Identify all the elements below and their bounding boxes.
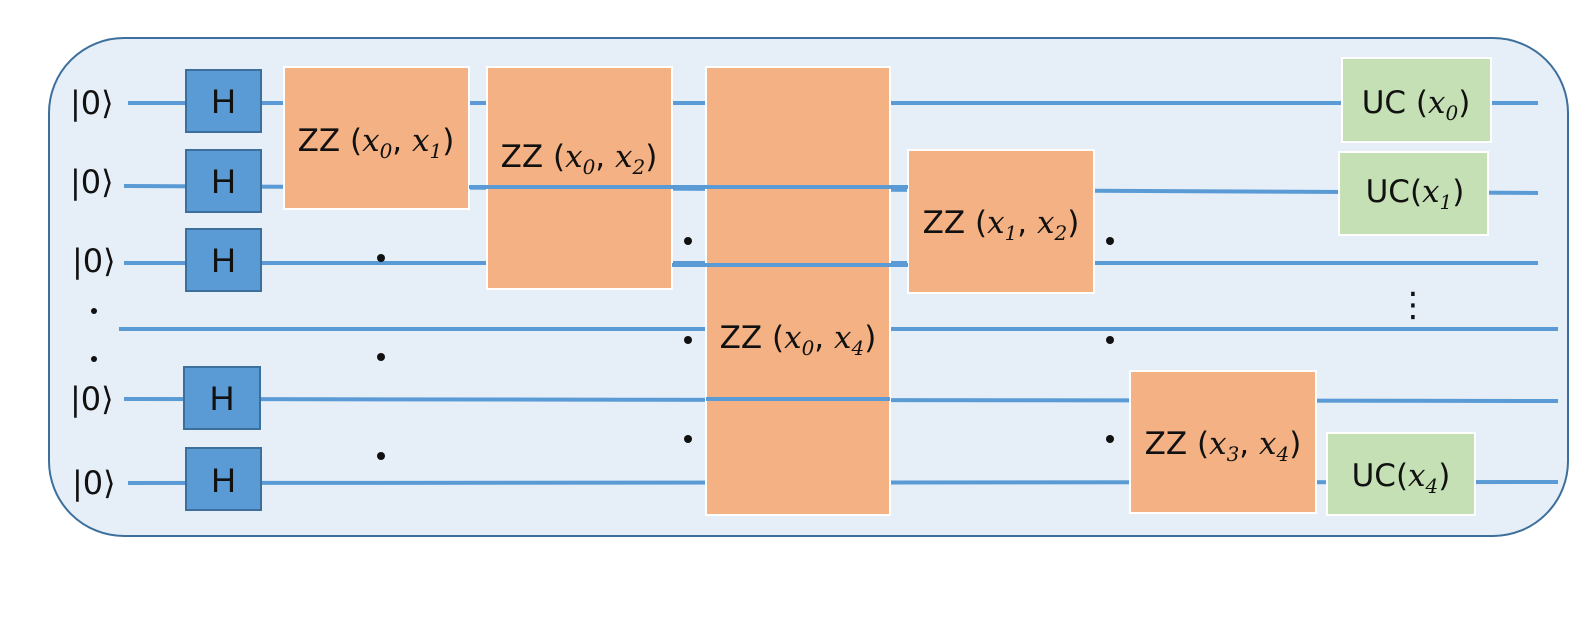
qubit-init-0: |0⟩ bbox=[70, 84, 114, 122]
uc-gate-x4: UC(x4) bbox=[1326, 432, 1476, 516]
ellipsis-dot bbox=[684, 435, 692, 443]
ellipsis-dot bbox=[377, 353, 385, 361]
uc-gate-x1: UC(x1) bbox=[1338, 151, 1489, 236]
h-gate-q1: H bbox=[185, 149, 262, 213]
qubit-init-2: |0⟩ bbox=[72, 242, 116, 280]
zz-gate-x0-x1: ZZ (x0, x1) bbox=[283, 66, 470, 210]
uc-gate-label: UC(x4) bbox=[1352, 458, 1451, 498]
zz-gate-x3-x4: ZZ (x3, x4) bbox=[1129, 370, 1317, 514]
zz-gate-label: ZZ (x0, x2) bbox=[501, 139, 658, 179]
uc-gate-x0: UC (x0) bbox=[1341, 57, 1492, 143]
h-gate-q4: H bbox=[185, 447, 262, 511]
qubit-init-3: |0⟩ bbox=[70, 380, 114, 418]
qubit-init-4: |0⟩ bbox=[72, 464, 116, 502]
uc-gate-label: UC(x1) bbox=[1366, 174, 1465, 214]
h-gate-q3: H bbox=[183, 366, 261, 430]
h-gate-q2: H bbox=[185, 228, 262, 292]
zz-gate-label: ZZ (x3, x4) bbox=[1145, 426, 1302, 466]
circuit-ellipsis-dots bbox=[377, 237, 1114, 460]
qubit-inits: |0⟩ |0⟩ |0⟩ |0⟩ |0⟩ bbox=[70, 84, 116, 502]
uc-gate-label: UC (x0) bbox=[1362, 85, 1471, 125]
h-gates: H H H H H bbox=[183, 69, 262, 511]
h-gate-q0: H bbox=[185, 69, 262, 133]
h-gate-label: H bbox=[211, 83, 236, 121]
ellipsis-dot bbox=[91, 356, 97, 362]
ellipsis-dot bbox=[1106, 336, 1114, 344]
ellipsis-dot bbox=[684, 336, 692, 344]
zz-gates: ZZ (x0, x1) ZZ (x0, x2) ZZ (x0, x4) ZZ (… bbox=[283, 66, 1317, 516]
ellipsis-dot bbox=[377, 254, 385, 262]
h-gate-label: H bbox=[211, 242, 236, 280]
ellipsis-dot bbox=[91, 308, 97, 314]
h-gate-label: H bbox=[211, 163, 236, 201]
wire-overlays bbox=[469, 185, 908, 401]
h-gate-label: H bbox=[211, 462, 236, 500]
uc-gate-vertical-ellipsis: ⋮ bbox=[1396, 285, 1430, 325]
zz-gate-x0-x2: ZZ (x0, x2) bbox=[486, 66, 673, 290]
ellipsis-dot bbox=[684, 237, 692, 245]
ellipsis-dot bbox=[1106, 435, 1114, 443]
ellipsis-dot bbox=[1106, 237, 1114, 245]
h-gate-label: H bbox=[210, 380, 235, 418]
zz-gate-x1-x2: ZZ (x1, x2) bbox=[907, 149, 1095, 294]
zz-gate-label: ZZ (x0, x1) bbox=[298, 123, 455, 163]
zz-gate-label: ZZ (x0, x4) bbox=[720, 320, 877, 360]
uc-gates: UC (x0) UC(x1) UC(x4) bbox=[1326, 57, 1492, 516]
zz-gate-x0-x4: ZZ (x0, x4) bbox=[705, 66, 891, 516]
qubit-ellipsis-dots bbox=[91, 308, 97, 362]
qubit-init-1: |0⟩ bbox=[70, 163, 114, 201]
ellipsis-dot bbox=[377, 452, 385, 460]
zz-gate-label: ZZ (x1, x2) bbox=[923, 205, 1080, 245]
